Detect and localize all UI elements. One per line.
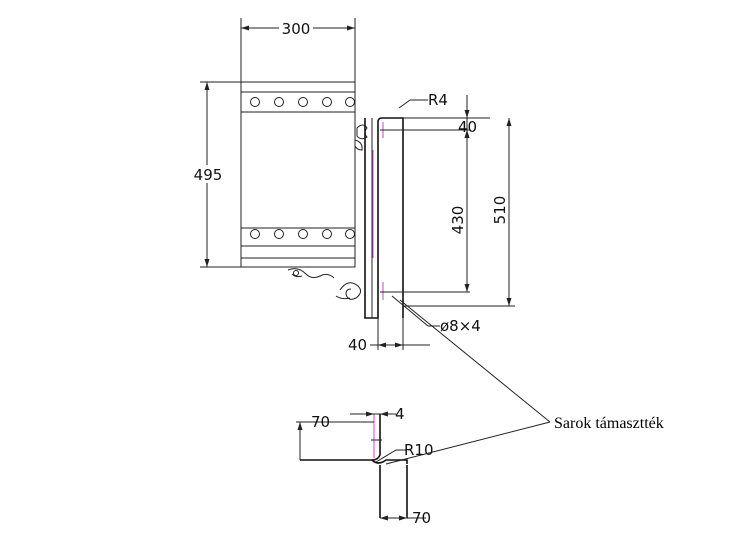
callout-leaders (385, 299, 551, 465)
dim-495: 495 (187, 81, 241, 268)
detail-dim-r10: R10 (375, 441, 434, 463)
dim-hole: ø8×4 (391, 295, 481, 335)
detail-70-top-label: 70 (311, 413, 330, 431)
dim-430-label: 430 (449, 206, 467, 235)
bottom-hole-row (250, 229, 355, 239)
dim-r4-label: R4 (428, 91, 448, 109)
cabinet-body (240, 81, 356, 268)
dim-hole-label: ø8×4 (440, 317, 481, 335)
dim-510-label: 510 (491, 196, 509, 225)
dim-300: 300 (240, 18, 356, 82)
callout-label: Sarok támasztték (554, 415, 664, 432)
dim-40-top: 40 (392, 95, 490, 138)
dim-40-bottom: 40 (348, 318, 430, 354)
dim-430: 430 (392, 130, 470, 293)
dim-40-bottom-label: 40 (348, 336, 367, 354)
detail-dim-70-top: 70 (296, 413, 374, 460)
detail-dim-4: 4 (350, 405, 405, 423)
dim-510: 510 (403, 118, 515, 307)
dim-r4: R4 (398, 91, 448, 109)
top-hole-row (250, 97, 355, 107)
detail-r10-label: R10 (404, 441, 434, 459)
detail-4-label: 4 (395, 405, 405, 423)
dim-495-label: 495 (194, 166, 223, 184)
dim-300-label: 300 (282, 20, 311, 38)
detail-70-bottom-label: 70 (412, 509, 431, 527)
detail-section (300, 414, 408, 518)
hinge-ornament-bottom (287, 268, 362, 300)
side-bracket (364, 117, 404, 319)
detail-dim-70-bottom: 70 (380, 509, 431, 527)
dim-40-top-label: 40 (458, 118, 477, 136)
